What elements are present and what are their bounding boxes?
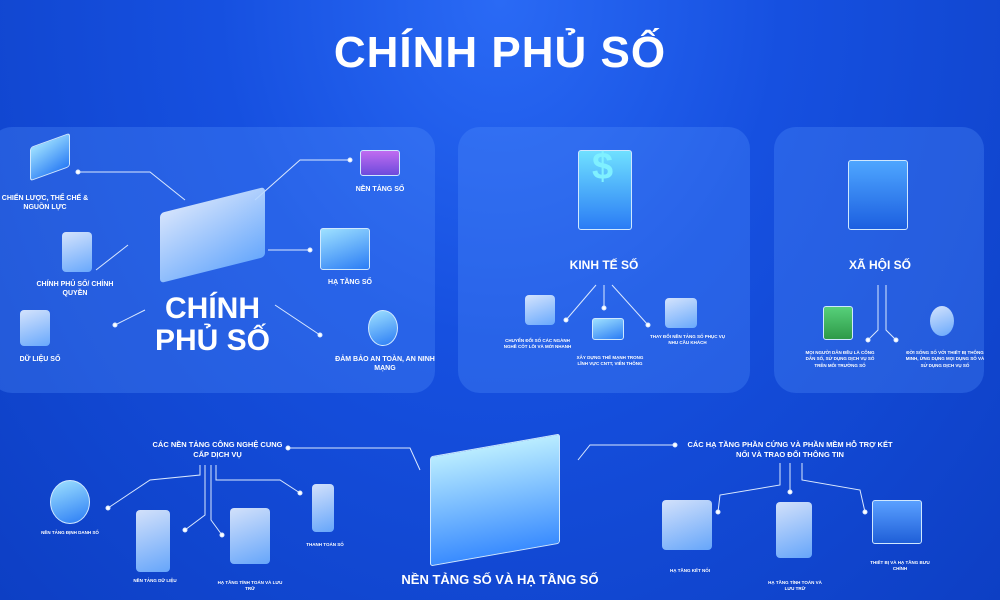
gov-item-strategy: CHIẾN LƯỢC, THỂ CHẾ & NGUỒN LỰC <box>1 195 89 212</box>
economy-item-3: THAY ĐỔI NỀN TẢNG SỐ PHỤC VỤ NHU CẦU KHÁ… <box>650 334 726 346</box>
hw-sw-heading: CÁC HẠ TẦNG PHẦN CỨNG VÀ PHẦN MỀM HỖ TRỢ… <box>687 440 893 459</box>
it-team-icon <box>592 318 624 340</box>
platform-screens-icon <box>665 298 697 328</box>
bottom-item-payment: THANH TOÁN SỐ <box>306 542 344 547</box>
bottom-item-identity: NỀN TẢNG ĐỊNH DANH SỐ <box>41 530 99 535</box>
gov-item-infra: HẠ TẦNG SỐ <box>328 279 372 286</box>
gov-item-security: ĐẢM BẢO AN TOÀN, AN NINH MẠNG <box>335 356 435 373</box>
society-title: XÃ HỘI SỐ <box>848 258 911 272</box>
page-title: CHÍNH PHỦ SỐ <box>333 28 667 77</box>
bottom-item-compute-2: HẠ TẦNG TÍNH TOÁN VÀ LƯU TRỮ <box>768 580 822 592</box>
cloud-servers-icon-2 <box>776 502 812 558</box>
citizens-phone-icon <box>823 306 853 340</box>
postal-devices-icon <box>872 500 922 544</box>
digital-infra-icon <box>320 228 370 270</box>
gov-item-government: CHÍNH PHỦ SỐ/ CHÍNH QUYỀN <box>36 281 114 298</box>
connection-infra-icon <box>662 500 712 550</box>
gov-center-label: CHÍNH PHỦ SỐ <box>154 292 271 357</box>
digital-payment-icon <box>312 484 334 532</box>
dollar-server-icon <box>578 150 632 230</box>
official-podium-icon <box>62 232 92 272</box>
dollar-icon: $ <box>592 146 614 188</box>
cloud-servers-icon <box>230 508 270 564</box>
bottom-item-connection: HẠ TẦNG KẾT NỐI <box>670 568 710 573</box>
fingerprint-icon <box>50 480 90 524</box>
data-files-icon <box>20 310 50 346</box>
economy-item-2: XÂY DỰNG THẾ MẠNH TRONG LĨNH VỰC CNTT, V… <box>576 355 644 367</box>
digital-transform-icon <box>525 295 555 325</box>
bottom-item-data: NỀN TẢNG DỮ LIỆU <box>133 578 177 583</box>
economy-item-1: CHUYỂN ĐỔI SỐ CÁC NGÀNH NGHỀ CỐT LÕI VÀ … <box>503 338 572 350</box>
digital-platform-icon <box>360 150 400 176</box>
gov-item-data: DỮ LIỆU SỐ <box>19 356 61 363</box>
digital-citizen-icon <box>848 160 908 230</box>
gov-item-platform: NỀN TẢNG SỐ <box>355 186 405 193</box>
bottom-center-label: NỀN TẢNG SỐ VÀ HẠ TẦNG SỐ <box>401 572 599 587</box>
bottom-item-postal: THIẾT BỊ VÀ HẠ TẦNG BƯU CHÍNH <box>870 560 930 572</box>
tech-platforms-heading: CÁC NỀN TẢNG CÔNG NGHỆ CUNG CẤP DỊCH VỤ <box>152 440 283 459</box>
database-server-icon <box>136 510 170 572</box>
economy-title: KINH TẾ SỐ <box>569 258 639 272</box>
smart-city-icon <box>430 433 560 567</box>
society-item-1: MỌI NGƯỜI DÂN ĐỀU LÀ CÔNG DÂN SỐ, SỬ DỤN… <box>805 350 875 368</box>
bottom-item-compute: HẠ TẦNG TÍNH TOÁN VÀ LƯU TRỮ <box>217 580 283 592</box>
society-item-2: ĐỜI SỐNG SỐ VỚI THIẾT BỊ THÔNG MINH, ỨNG… <box>905 350 985 368</box>
security-shield-icon <box>368 310 398 346</box>
smart-device-icon <box>930 306 954 336</box>
